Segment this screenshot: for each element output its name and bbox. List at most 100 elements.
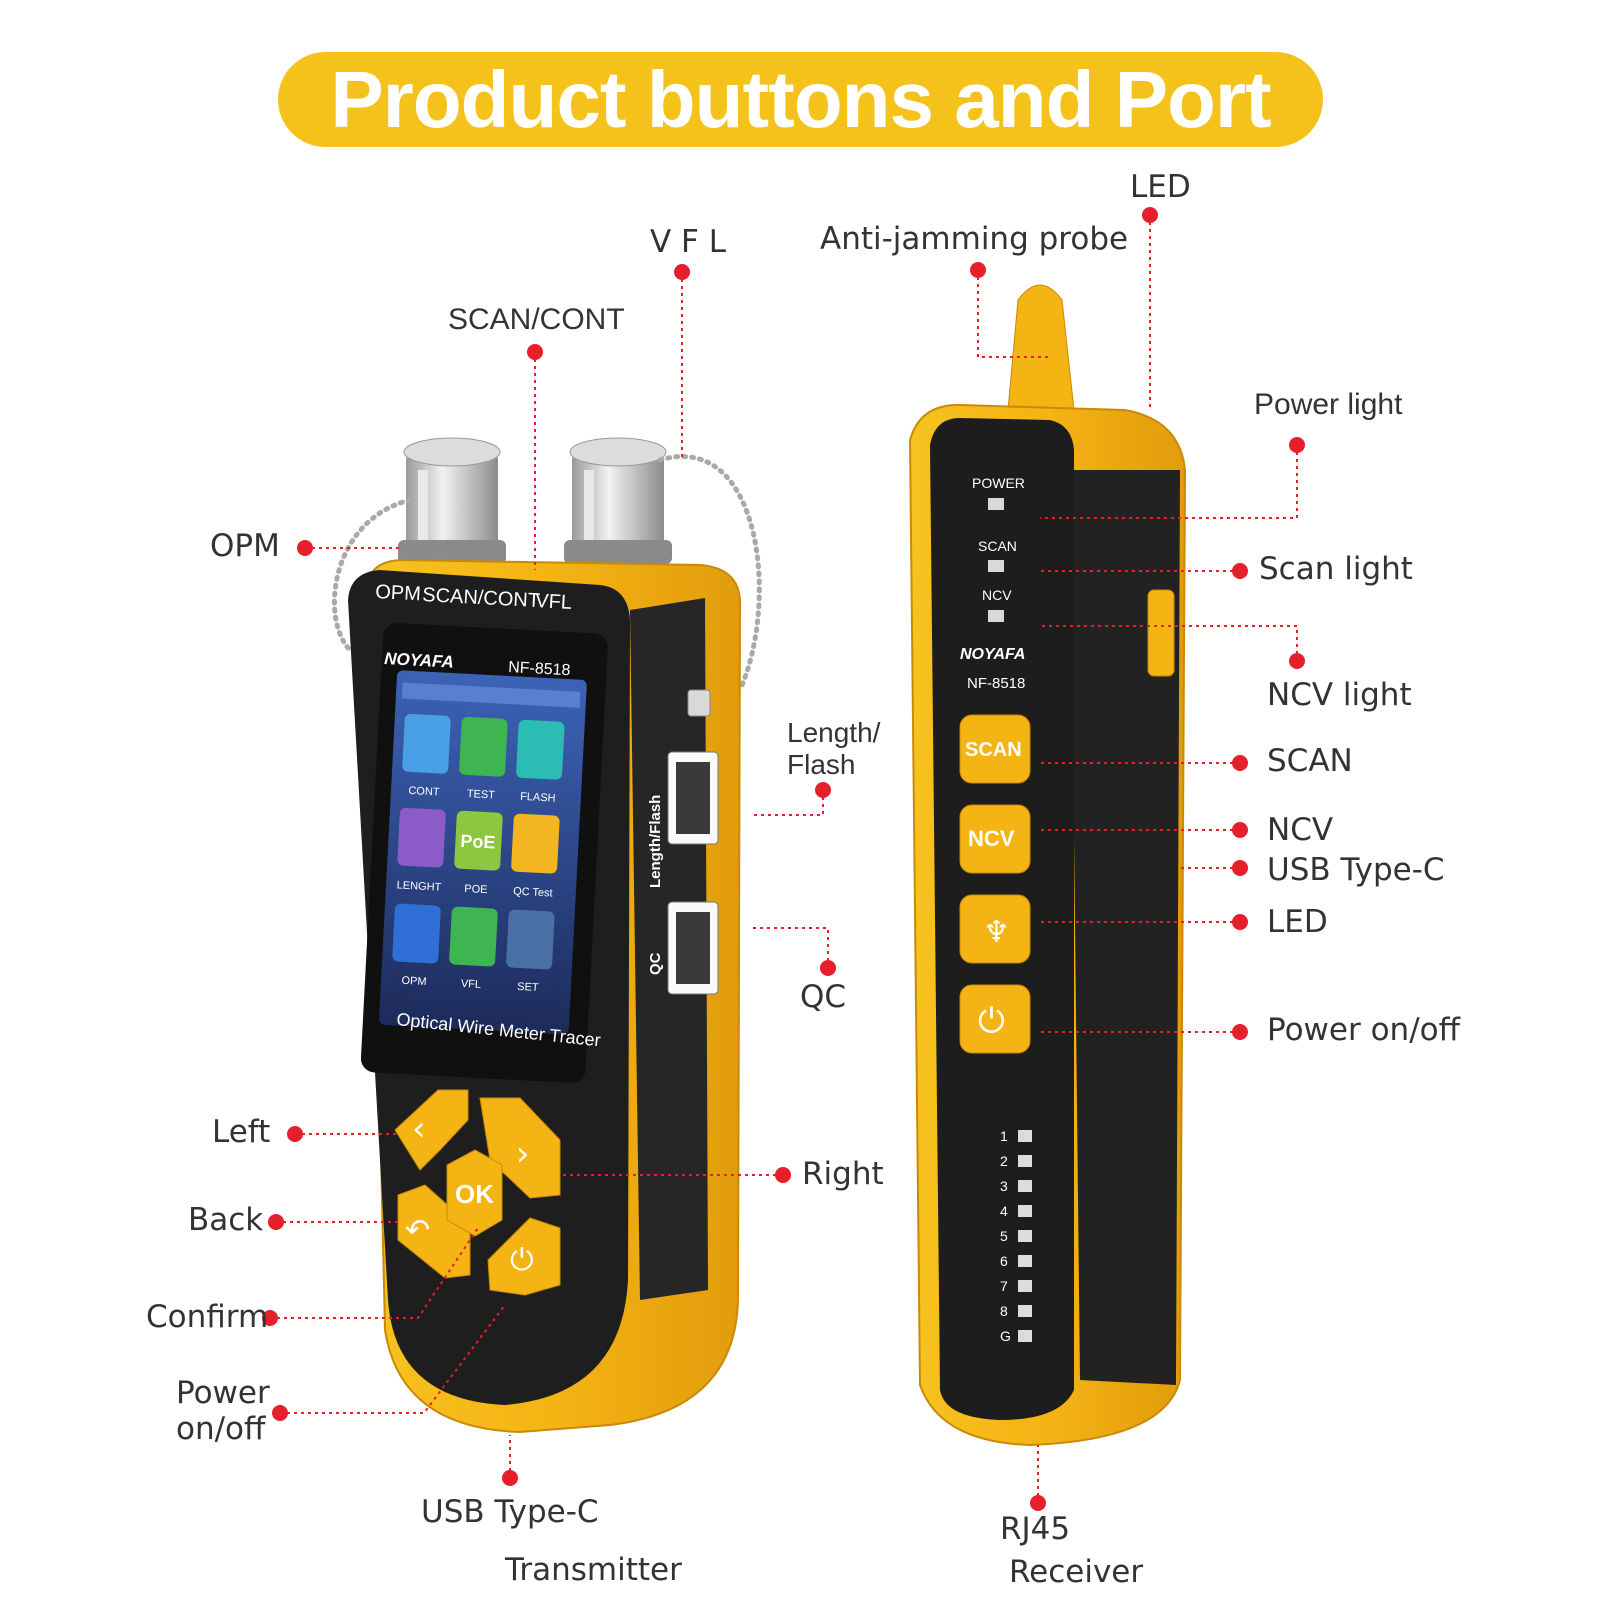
- tx-side-label-length: Length/Flash: [647, 795, 664, 888]
- receiver-power-icon: ⏻: [978, 1001, 1005, 1041]
- callout-dots: [262, 207, 1305, 1511]
- led-indicator: [1018, 1330, 1032, 1342]
- screen-icon-grid: [392, 682, 581, 970]
- led-indicator-label: 5: [1000, 1228, 1008, 1244]
- tx-panel-label-vfl: VFL: [535, 590, 573, 614]
- page-title: Product buttons and Port: [330, 54, 1271, 144]
- callout-power-light: Power light: [1254, 388, 1403, 421]
- led-indicator-label: 3: [1000, 1178, 1008, 1194]
- led-indicator-label: G: [1000, 1328, 1011, 1344]
- callout-scan-cont: SCAN/CONT: [448, 303, 625, 336]
- screen-icon-label: FLASH: [520, 791, 556, 805]
- led-indicator-label: 1: [1000, 1128, 1008, 1144]
- callout-length-flash-line1: Length/: [787, 717, 881, 748]
- screen-icon-label: SET: [517, 981, 539, 994]
- poe-icon-text: PoE: [460, 831, 496, 853]
- rx-scan-button-label: SCAN: [965, 739, 1022, 761]
- callout-back: Back: [188, 1202, 264, 1238]
- anti-jamming-probe: [1007, 284, 1075, 411]
- callout-scan-light: Scan light: [1259, 551, 1413, 587]
- callout-usb-tx: USB Type-C: [421, 1494, 599, 1530]
- screen-icon-label: TEST: [467, 788, 496, 801]
- callout-scan: SCAN: [1267, 743, 1353, 779]
- callout-qc: QC: [800, 979, 847, 1015]
- led-indicator: [1018, 1155, 1032, 1167]
- callout-power-rx: Power on/off: [1267, 1012, 1460, 1048]
- callout-left: Left: [212, 1114, 271, 1150]
- rx-panel-label-ncv: NCV: [982, 587, 1012, 603]
- flashlight-icon: ♆: [983, 915, 1010, 950]
- power-light: [988, 498, 1004, 510]
- scan-light: [988, 560, 1004, 572]
- callout-power-onoff: Power on/off: [176, 1375, 270, 1447]
- screen-icon-label: CONT: [408, 785, 440, 799]
- callout-rj45: RJ45: [1000, 1511, 1071, 1547]
- rx-panel-label-power: POWER: [972, 475, 1025, 491]
- led-indicator-label: 8: [1000, 1303, 1008, 1319]
- opm-connector: [398, 437, 506, 564]
- tx-brand: NOYAFA: [384, 649, 454, 672]
- callout-opm: OPM: [210, 528, 280, 564]
- callout-right: Right: [802, 1156, 884, 1192]
- power-icon: ⏻: [510, 1243, 534, 1278]
- caption-receiver: Receiver: [1009, 1554, 1144, 1590]
- callout-confirm: Confirm: [146, 1299, 269, 1335]
- vfl-connector: [564, 437, 672, 564]
- left-button: [394, 1089, 469, 1171]
- callout-ncv-light: NCV light: [1267, 677, 1412, 713]
- caption-transmitter: Transmitter: [505, 1552, 682, 1588]
- led-indicators: 1 2 3 4 5 6 7 8G: [1000, 1128, 1032, 1344]
- power-button: [487, 1217, 561, 1296]
- led-button: [959, 894, 1031, 964]
- ncv-light: [988, 610, 1004, 622]
- led-indicator: [1018, 1180, 1032, 1192]
- led-indicator-label: 6: [1000, 1253, 1008, 1269]
- led-indicator: [1018, 1255, 1032, 1267]
- title-banner: Product buttons and Port: [278, 52, 1323, 147]
- right-chevron-icon: ›: [516, 1134, 530, 1174]
- back-arrow-icon: ↶: [405, 1213, 430, 1248]
- screen-icon-label: QC Test: [513, 886, 553, 900]
- callout-probe: Anti-jamming probe: [820, 221, 1129, 257]
- led-indicator: [1018, 1205, 1032, 1217]
- receiver-device: ♆ ⏻ 1 2 3 4 5 6 7 8G: [908, 284, 1187, 1447]
- callout-length-flash: Length/ Flash: [787, 717, 880, 781]
- led-indicator-label: 2: [1000, 1153, 1008, 1169]
- led-indicator: [1018, 1305, 1032, 1317]
- led-indicator-label: 4: [1000, 1203, 1008, 1219]
- callout-led-top: LED: [1130, 169, 1191, 205]
- screen-icon-label: OPM: [401, 975, 427, 988]
- tx-side-label-qc: QC: [647, 952, 664, 975]
- screen-icon-label: POE: [464, 883, 488, 896]
- rx-panel-label-scan: SCAN: [978, 538, 1017, 554]
- ok-button: [446, 1149, 503, 1237]
- ncv-button: [959, 804, 1031, 874]
- ball-chain: [332, 454, 762, 693]
- tx-model: NF-8518: [508, 659, 571, 679]
- callout-length-flash-line2: Flash: [787, 749, 856, 781]
- rx-ncv-button-label: NCV: [968, 826, 1015, 851]
- led-indicator-label: 7: [1000, 1278, 1008, 1294]
- transmitter-device: ‹ › ↶ ⏻: [332, 437, 762, 1434]
- scan-button: [959, 714, 1031, 784]
- screen-icon-label: VFL: [461, 978, 482, 991]
- callout-vfl: V F L: [650, 224, 727, 260]
- callout-usb-rx: USB Type-C: [1267, 852, 1445, 888]
- receiver-power-button: [959, 984, 1031, 1054]
- callout-ncv: NCV: [1267, 812, 1334, 848]
- back-button: [397, 1184, 471, 1279]
- callout-lines: [270, 215, 1298, 1503]
- callout-power-line1: Power: [176, 1375, 270, 1411]
- left-chevron-icon: ‹: [412, 1109, 426, 1149]
- screen-icon-label: LENGHT: [396, 879, 441, 893]
- ok-label: OK: [455, 1179, 494, 1209]
- rx-model: NF-8518: [967, 675, 1025, 692]
- led-indicator: [1018, 1280, 1032, 1292]
- rx-brand: NOYAFA: [960, 646, 1025, 663]
- led-indicator: [1018, 1130, 1032, 1142]
- callout-led: LED: [1267, 904, 1328, 940]
- callout-power-line2: on/off: [176, 1410, 266, 1447]
- transmitter-keypad: ‹ › ↶ ⏻: [394, 1089, 561, 1296]
